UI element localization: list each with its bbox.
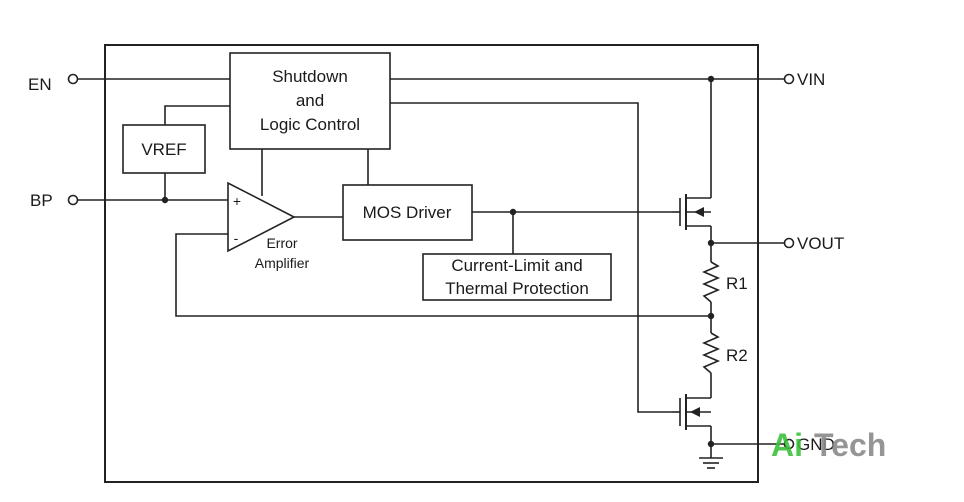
mos-driver-block: MOS Driver (342, 184, 473, 241)
resistor-r2-icon: R2 (701, 332, 748, 374)
resistor-r1-icon: R1 (701, 261, 748, 303)
junction-dots (161, 75, 715, 448)
aitech-watermark-logo: Ai Tech (771, 427, 886, 463)
error-amp-label-1: Error (266, 235, 297, 251)
watermark-tech: Tech (814, 427, 886, 463)
current-limit-label-2: Thermal Protection (445, 279, 589, 298)
pmos-transistor-icon (672, 194, 711, 230)
shutdown-label-1: Shutdown (272, 67, 348, 86)
pin-vout: VOUT (783, 234, 844, 253)
current-limit-label-1: Current-Limit and (451, 256, 582, 275)
amp-minus-sign: - (234, 230, 239, 246)
pin-gnd: GND (783, 435, 835, 454)
amp-plus-sign: + (233, 193, 241, 209)
watermark-ai: Ai (771, 427, 803, 463)
vref-block: VREF (122, 124, 206, 174)
r2-label: R2 (726, 346, 748, 365)
pin-bp-label: BP (30, 191, 53, 210)
current-limit-block: Current-Limit and Thermal Protection (422, 253, 612, 301)
pin-vin: VIN (783, 70, 825, 89)
shutdown-logic-block: Shutdown and Logic Control (229, 52, 391, 150)
chip-frame (104, 44, 759, 483)
ground-icon (699, 457, 723, 469)
mos-driver-label: MOS Driver (363, 203, 452, 222)
pin-gnd-label: GND (797, 435, 835, 454)
wires (77, 78, 785, 458)
shutdown-label-2: and (296, 91, 324, 110)
pin-vin-label: VIN (797, 70, 825, 89)
pin-en-label: EN (28, 75, 52, 94)
pin-en: EN (28, 73, 79, 94)
pin-bp: BP (30, 191, 79, 210)
error-amplifier: + - Error Amplifier (227, 181, 310, 271)
error-amp-label-2: Amplifier (255, 255, 310, 271)
shutdown-label-3: Logic Control (260, 115, 360, 134)
vref-label: VREF (141, 140, 186, 159)
pin-vout-label: VOUT (797, 234, 844, 253)
r1-label: R1 (726, 274, 748, 293)
nmos-transistor-icon (672, 394, 711, 430)
